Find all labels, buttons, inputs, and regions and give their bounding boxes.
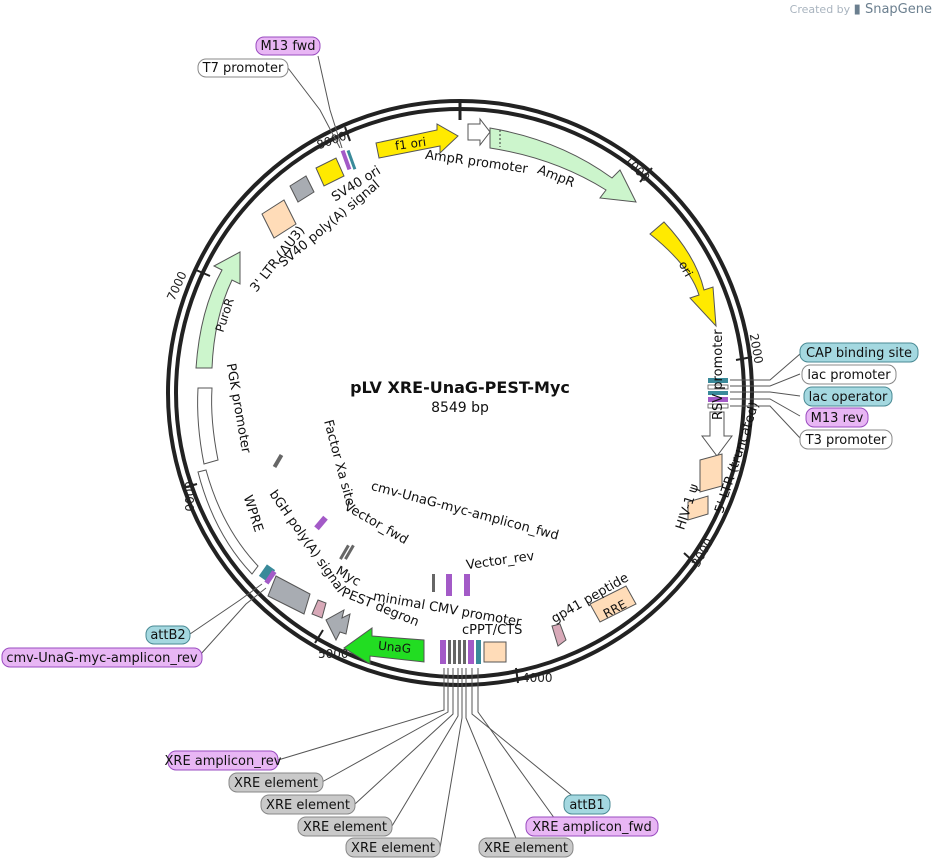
feature-bgh[interactable] [258,564,311,615]
callout-m13-fwd[interactable]: M13 fwd [255,36,321,56]
callout-attb2[interactable]: attB2 [145,625,191,645]
feature-rsv-promoter[interactable] [701,411,733,457]
xre-stack [440,640,481,664]
brand-label: SnapGene [864,2,932,17]
plasmid-length: 8549 bp [431,400,489,416]
backbone [166,99,754,687]
lac-operator-text: lac operator [809,390,888,405]
lac-promoter-text: lac promoter [807,368,891,383]
callout-attb1[interactable]: attB1 [563,794,611,815]
tick-4000: 4000 [522,671,553,685]
callout-xre-amp-rev[interactable]: XRE amplicon_rev [165,750,282,771]
feature-sv40-ori[interactable] [315,157,345,187]
callout-xre-4[interactable]: XRE element [345,837,441,858]
cppt-label: cPPT/CTS [462,623,522,638]
callout-xre-3[interactable]: XRE element [297,816,393,837]
ori-label: ori [676,259,696,279]
xre5-text: XRE element [484,841,568,856]
callout-xre-1[interactable]: XRE element [228,772,324,793]
factor-xa-label: Factor Xa site [320,418,357,507]
callout-xre-amp-fwd[interactable]: XRE amplicon_fwd [525,816,659,837]
feature-factor-xa[interactable] [272,453,284,469]
feature-3ltr[interactable] [261,199,297,239]
wpre-label: WPRE [240,493,266,534]
cmv-amp-rev-text: cmv-UnaG-myc-amplicon_rev [6,651,198,666]
feature-vector-fwd[interactable] [314,515,355,560]
callout-xre-2[interactable]: XRE element [260,794,356,815]
pgk-label: PGK promoter [223,362,254,455]
top-marks [340,149,357,171]
rsv-promoter-label: RSV promoter [711,329,726,420]
feature-unag[interactable]: UnaG [343,627,425,665]
callout-m13-rev[interactable]: M13 rev [805,407,869,428]
callout-t7-promoter[interactable]: T7 promoter [197,58,289,78]
feature-vector-rev[interactable] [432,574,470,596]
plasmid-name: pLV XRE-UnaG-PEST-Myc [350,378,570,397]
feature-pest[interactable] [325,609,351,642]
attb1-text: attB1 [569,798,604,813]
feature-gp41[interactable] [551,623,567,647]
feature-cppt[interactable] [483,641,507,663]
callout-cap[interactable]: CAP binding site [799,342,919,363]
callouts: M13 fwd T7 promoter CAP binding site lac… [1,36,919,858]
callout-t3-promoter[interactable]: T3 promoter [799,429,893,450]
leader-lines [189,55,801,849]
feature-sv40-polya[interactable] [289,175,315,203]
tick-5000: 5000 [318,647,349,661]
xre3-text: XRE element [303,820,387,835]
vector-fwd-label: Vector_fwd [341,499,410,548]
tick-2000: 2000 [747,332,766,365]
callout-lac-promoter[interactable]: lac promoter [801,364,897,385]
t7-text: T7 promoter [202,61,284,76]
feature-hiv-psi[interactable] [687,495,709,521]
t3-text: T3 promoter [805,433,887,448]
xre-amp-rev-text: XRE amplicon_rev [165,754,282,769]
m13-fwd-text: M13 fwd [260,39,315,54]
callout-cmv-amp-rev[interactable]: cmv-UnaG-myc-amplicon_rev [1,647,203,668]
callout-xre-5[interactable]: XRE element [478,837,574,858]
f1-ori-label: f1 ori [394,135,427,153]
lac-cluster [707,378,729,409]
snapgene-credit: Created by ▮ SnapGene [790,2,932,17]
tick-6000: 6000 [182,481,196,512]
feature-5ltr[interactable] [699,453,723,493]
feature-wpre[interactable] [197,469,259,575]
xre4-text: XRE element [351,841,435,856]
feature-ampr-promoter[interactable] [467,117,491,147]
feature-myc[interactable] [311,599,327,619]
feature-f1-ori[interactable]: f1 ori [375,123,459,159]
vector-rev-label: Vector_rev [465,549,535,573]
feature-ori[interactable]: ori [649,221,717,328]
xre-amp-fwd-text: XRE amplicon_fwd [532,820,651,835]
xre1-text: XRE element [234,776,318,791]
feature-pgk[interactable] [197,387,219,465]
callout-lac-operator[interactable]: lac operator [803,386,893,407]
cap-text: CAP binding site [806,346,912,361]
m13-rev-text: M13 rev [811,411,864,426]
attb2-text: attB2 [150,628,185,643]
snapgene-brand: ▮ SnapGene [853,2,932,17]
unag-label: UnaG [377,639,411,656]
xre2-text: XRE element [266,798,350,813]
credit-prefix: Created by [789,3,851,16]
